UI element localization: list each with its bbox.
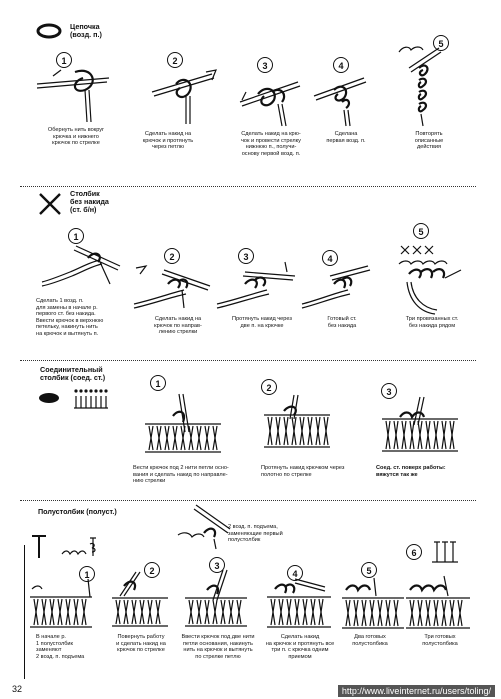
hdc-step-2-illustration [112,571,168,627]
hdc-step-2-caption: Повернуть работу и сделать накид на крюч… [116,634,166,654]
slip-step-3-caption: Соед. ст. поверх работы: вяжутся так же [376,465,446,478]
section-divider-3 [20,500,476,501]
half-double-top-illustration [177,504,231,550]
slip-step-2-number: 2 [261,379,277,395]
sc-step-5-number: 5 [413,223,429,239]
sc-step-3-illustration [216,261,296,309]
half-double-top-note: 2 возд. п. подъема, заменяющие первый по… [228,524,283,544]
chain-section-title: Цепочка (возд. п.) [70,22,102,39]
hdc-step-6-number: 6 [406,544,422,560]
sc-step-1-caption: Сделать 1 возд. п. для замены в начале р… [36,298,104,337]
hdc-step-4-illustration [267,578,331,628]
hdc-step-1-number: 1 [79,566,95,582]
single-crochet-symbol-x-icon [39,193,61,215]
section-divider-2 [20,360,476,361]
sc-step-4-illustration [301,265,371,309]
hdc-step-5-illustration [342,577,404,629]
slip-step-1-number: 1 [150,375,166,391]
hdc-step-6-caption: Три готовых полустолбика [422,634,458,647]
chain-step-2-caption: Сделать накид на крючок и протянуть чере… [142,131,194,151]
sc-step-4-number: 4 [322,250,338,266]
chain-step-1-number: 1 [56,52,72,68]
hdc-step-5-caption: Два готовых полустолбика [352,634,388,647]
sc-step-5-illustration [398,245,462,315]
chain-step-1-caption: Обернуть нить вокруг крючка и нижнего кр… [47,127,105,147]
source-url-watermark: http://www.liveinternet.ru/users/toling/ [337,685,495,697]
sc-step-2-caption: Сделать накид на крючок по направ- лению… [154,316,202,336]
chain-step-2-illustration [151,69,217,124]
hdc-step-3-number: 3 [209,557,225,573]
sc-step-4-caption: Готовый ст. без накида [327,316,357,329]
half-double-mini-diagram [61,537,96,556]
sc-step-3-caption: Протянуть накид через две п. на крючке [232,316,292,329]
sc-step-5-caption: Три провязанных ст. без накида рядом [405,316,459,329]
chain-step-3-caption: Сделать накид на крю- чок и провести стр… [241,131,301,157]
sc-step-2-number: 2 [164,248,180,264]
chain-step-2-number: 2 [167,52,183,68]
sc-step-1-number: 1 [68,228,84,244]
slip-step-2-illustration [264,394,330,448]
slip-step-2-caption: Протянуть накид крючком через полотно по… [261,465,345,478]
hdc-step-3-caption: Ввести крючок под две нити петли основан… [181,634,255,660]
chain-symbol-oval-icon [36,23,62,39]
section-divider-1 [20,186,476,187]
chain-step-4-number: 4 [333,57,349,73]
hdc-step-1-illustration [30,578,92,628]
sc-step-1-illustration [41,245,121,287]
slip-step-1-caption: Вести крючок под 2 нити петли осно- вани… [133,465,229,485]
hdc-step-2-number: 2 [144,562,160,578]
half-double-symbols-icon [432,541,458,563]
hdc-step-6-illustration [406,575,470,629]
hdc-step-3-illustration [185,569,247,627]
chain-step-3-illustration [239,81,301,127]
hdc-step-5-number: 5 [361,562,377,578]
sc-step-2-illustration [133,265,211,309]
slip-stitch-symbol-icon [39,393,59,403]
slip-step-3-illustration [382,396,458,452]
slip-stitch-section-title: Соединительный столбик (соед. ст.) [40,365,106,382]
hdc-step-1-caption: В начале р. 1 полустолбик заменяют 2 воз… [36,634,85,660]
page-number: 32 [12,684,23,694]
chain-step-1-illustration [36,69,110,123]
left-bracket-line [24,545,25,679]
chain-step-4-caption: Сделана первая возд. п. [326,131,366,144]
hdc-step-4-number: 4 [287,565,303,581]
chain-step-5-illustration [398,46,442,127]
chain-step-5-number: 5 [433,35,449,51]
half-double-section-title: Полустолбик (полуст.) [38,507,117,516]
single-crochet-section-title: Столбик без накида (ст. б/н) [70,189,109,214]
chain-step-5-caption: Повторять описанные действия [414,131,444,151]
hdc-step-4-caption: Сделать накид на крючок и протянуть все … [265,634,335,660]
chain-step-3-number: 3 [257,57,273,73]
slip-step-3-number: 3 [381,383,397,399]
slip-step-1-illustration [145,393,221,453]
chain-step-4-illustration [313,77,367,127]
half-double-symbol-t-icon [32,535,46,558]
sc-step-3-number: 3 [238,248,254,264]
slip-stitch-mini-diagram [74,389,108,409]
